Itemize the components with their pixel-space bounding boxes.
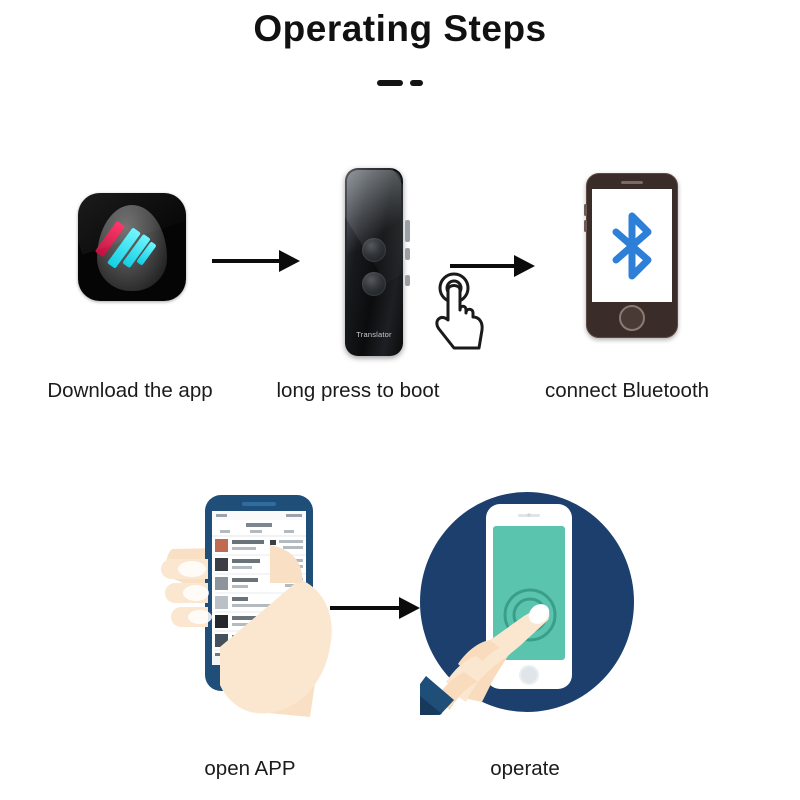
divider-dash-long [377,80,403,86]
device-button-top[interactable] [362,238,386,262]
phone-volume-down[interactable] [584,220,587,232]
device-button-bottom[interactable] [362,272,386,296]
step-connect-bluetooth[interactable] [584,173,678,338]
arrow-shaft [212,259,281,263]
arrow-head [279,250,300,272]
arrow-shaft [450,264,516,268]
page-title: Operating Steps [253,8,547,49]
finger-tap-phone-circle[interactable] [420,490,635,715]
translator-device[interactable]: Translator [345,168,403,356]
caption-operate: operate [490,757,560,780]
title-divider [0,76,800,90]
device-side-button-2[interactable] [405,248,410,260]
finger-tap-icon [432,272,494,352]
caption-connect-bluetooth: connect Bluetooth [544,379,710,402]
arrow-head [399,597,420,619]
step-open-app[interactable] [150,487,350,717]
phone-volume-up[interactable] [584,204,587,216]
home-button-icon[interactable] [619,305,645,331]
tap-ripple-outer [503,588,557,642]
caption-long-press-to-boot: long press to boot [276,379,440,402]
divider-dash-short [410,80,423,86]
caption-open-app: open APP [204,757,296,780]
device-brand-label: Translator [356,330,392,339]
step-long-press-to-boot[interactable]: Translator [345,168,410,356]
hand-holding-phone[interactable] [150,487,350,717]
caption-download-the-app: Download the app [47,379,213,402]
phone-bluetooth[interactable] [584,173,678,338]
phone-speaker [621,181,643,184]
arrow-shaft [330,606,401,610]
arrow-boot-to-bluetooth [450,253,535,279]
device-side-button-3[interactable] [405,275,410,286]
device-side-button-1[interactable] [405,220,410,242]
phone-screen [592,189,672,302]
step-operate[interactable] [420,490,635,715]
finger-tap-icon-svg [435,272,484,350]
step-download-the-app[interactable] [78,193,186,301]
hand-fingers [161,545,332,714]
bluetooth-icon [612,212,652,279]
arrow-openapp-to-operate [330,595,420,621]
arrow-head [514,255,535,277]
operate-hand [420,604,550,715]
arrow-download-to-boot [212,248,300,274]
translator-app-icon[interactable] [78,193,186,301]
